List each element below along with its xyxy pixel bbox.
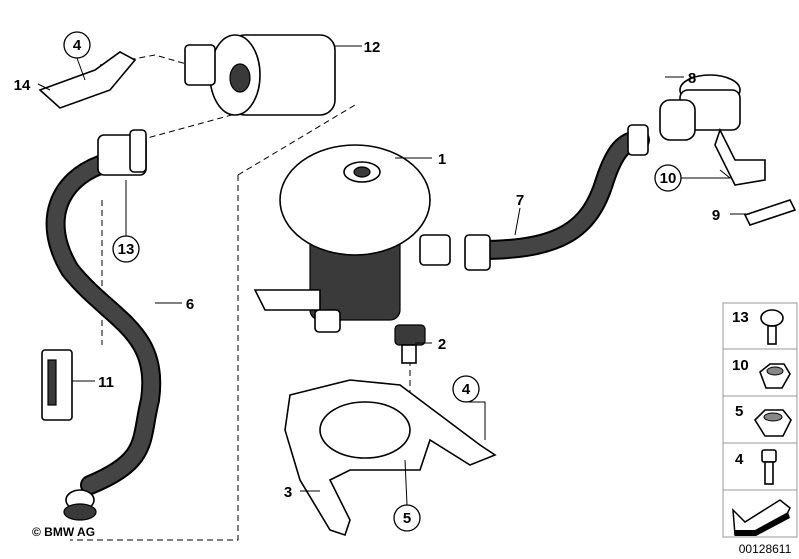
callout-9[interactable]: 9	[712, 207, 720, 224]
callout-1[interactable]: 1	[438, 151, 446, 168]
legend-number-5: 5	[735, 403, 743, 420]
callout-11[interactable]: 11	[98, 374, 114, 391]
callout-4-bracket[interactable]: 4	[462, 381, 471, 398]
connector-11	[41, 349, 73, 421]
callout-6[interactable]: 6	[186, 296, 194, 313]
air-hose-7	[464, 124, 650, 271]
direction-arrow-icon	[732, 499, 791, 536]
check-valve-8	[659, 74, 766, 186]
bracket-14	[38, 51, 137, 109]
leader-lines	[37, 45, 750, 506]
callout-5[interactable]: 5	[403, 510, 411, 527]
callout-4-top[interactable]: 4	[73, 37, 82, 54]
filter-12	[184, 34, 336, 116]
bolt-icon	[761, 449, 777, 485]
diagram-id: 00128611	[739, 542, 792, 556]
callout-12[interactable]: 12	[364, 39, 381, 56]
sensor-2	[394, 324, 426, 364]
callouts: 4 14 12 1 8 7 10 9 13 6 11 2 4 3 5	[14, 31, 720, 532]
callout-2[interactable]: 2	[438, 336, 446, 353]
nut-icon	[759, 363, 791, 389]
air-hose-6	[45, 129, 162, 521]
callout-8[interactable]: 8	[688, 70, 696, 87]
legend-number-4: 4	[735, 451, 744, 468]
callout-3[interactable]: 3	[284, 484, 292, 501]
secondary-air-pump-1	[253, 144, 451, 333]
hardware-legend: 13 10 5 4 00128611	[722, 302, 798, 556]
copyright: © BMW AG	[32, 525, 95, 539]
hex-nut-icon	[753, 409, 792, 437]
bracket-3-opening	[319, 401, 411, 459]
callout-14[interactable]: 14	[14, 77, 31, 94]
callout-7[interactable]: 7	[516, 192, 524, 209]
callout-13[interactable]: 13	[118, 241, 135, 258]
screw-icon	[760, 309, 784, 345]
callout-10[interactable]: 10	[660, 170, 677, 187]
bracket-3	[284, 379, 497, 537]
legend-number-10: 10	[732, 357, 749, 374]
gasket-9	[743, 199, 797, 226]
legend-number-13: 13	[732, 309, 749, 326]
